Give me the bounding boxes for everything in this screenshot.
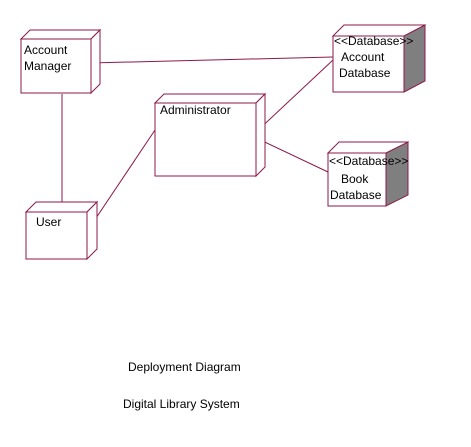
node-account-database-front bbox=[332, 35, 405, 93]
node-account-database-stereotype: <<Database>> bbox=[334, 34, 413, 48]
node-account-manager[interactable]: Account Manager bbox=[19, 28, 102, 95]
node-administrator-side bbox=[255, 92, 266, 178]
node-account-manager-label-2: Manager bbox=[24, 59, 71, 73]
node-user[interactable]: User bbox=[24, 200, 99, 261]
node-account-manager-side bbox=[90, 28, 101, 95]
node-administrator[interactable]: Administrator bbox=[153, 92, 267, 178]
node-account-manager-front bbox=[20, 38, 92, 94]
node-account-database-label-1: Account bbox=[341, 50, 385, 64]
node-book-database-label-2: Database bbox=[330, 188, 382, 202]
link-administrator-book-database bbox=[253, 136, 329, 173]
node-administrator-top bbox=[153, 93, 267, 104]
node-user-side bbox=[86, 200, 98, 261]
diagram-subtitle: Digital Library System bbox=[123, 397, 240, 411]
node-account-manager-label-1: Account bbox=[24, 43, 68, 57]
node-book-database-side bbox=[385, 141, 409, 207]
node-user-front bbox=[25, 211, 88, 260]
link-account-manager-account-database bbox=[89, 56, 334, 64]
node-book-database-front bbox=[327, 152, 387, 207]
node-account-database[interactable]: <<Database>> Account Database bbox=[331, 24, 427, 93]
node-user-top bbox=[24, 201, 99, 213]
diagram-title: Deployment Diagram bbox=[128, 360, 241, 374]
node-administrator-front bbox=[154, 102, 257, 177]
node-book-database-stereotype: <<Database>> bbox=[329, 154, 408, 168]
node-account-manager-top bbox=[19, 29, 102, 40]
node-book-database-label-1: Book bbox=[341, 172, 369, 186]
node-account-database-label-2: Database bbox=[339, 66, 391, 80]
node-administrator-label: Administrator bbox=[160, 103, 231, 117]
link-administrator-account-database bbox=[253, 59, 334, 135]
node-book-database[interactable]: <<Database>> Book Database bbox=[326, 141, 410, 207]
node-user-label: User bbox=[36, 215, 61, 229]
